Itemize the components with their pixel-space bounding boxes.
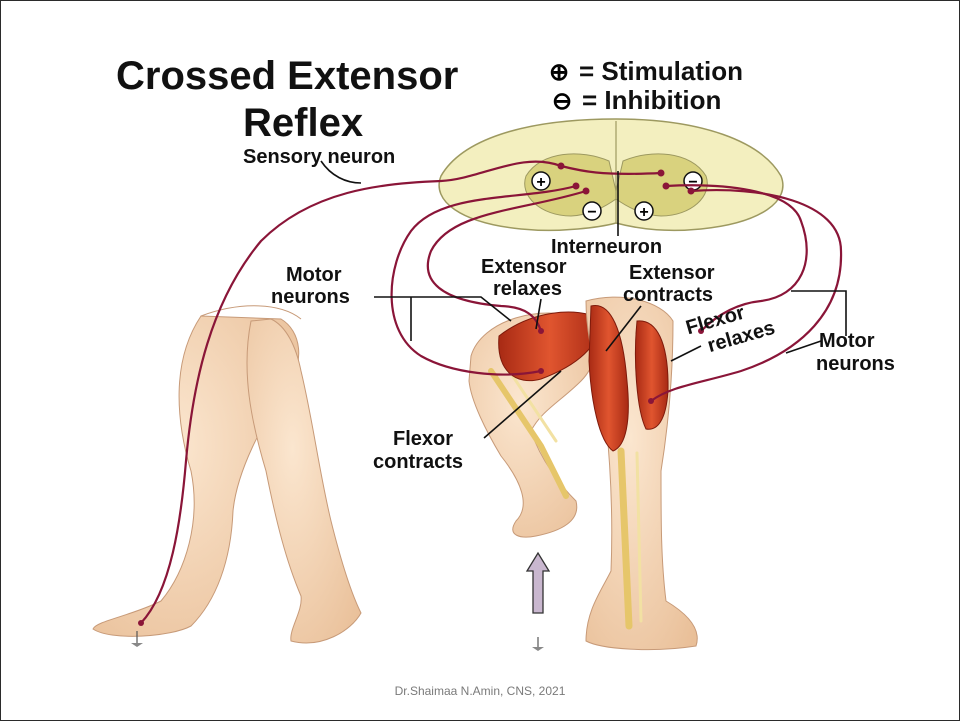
label-motor-neurons-right-2: neurons (816, 353, 895, 375)
label-extensor-relaxes-1: Extensor (481, 256, 567, 278)
label-extensor-relaxes-2: relaxes (493, 278, 562, 300)
title-line-1: Crossed Extensor (116, 54, 458, 98)
label-flexor-contracts-2: contracts (373, 451, 463, 473)
footer-credit: Dr.Shaimaa N.Amin, CNS, 2021 (1, 684, 959, 698)
legend-inhibition-text: = Inhibition (582, 85, 721, 115)
right-legs-illustration (469, 297, 697, 650)
label-motor-neurons-left-2: neurons (271, 286, 350, 308)
tack-icon (532, 637, 544, 651)
left-leg-illustration (93, 306, 361, 643)
label-flexor-contracts-1: Flexor (393, 428, 453, 450)
minus-icon: ⊖ (552, 88, 572, 115)
label-extensor-contracts-1: Extensor (629, 262, 715, 284)
label-motor-neurons-right-1: Motor (819, 330, 875, 352)
title-line-2: Reflex (243, 101, 363, 145)
sign-label: + (639, 204, 648, 221)
label-motor-neurons-left-1: Motor (286, 264, 342, 286)
legend-stimulation-text: = Stimulation (579, 56, 743, 86)
legend-inhibition: ⊖ = Inhibition (552, 85, 721, 115)
label-interneuron: Interneuron (551, 236, 662, 258)
sign-label: − (587, 204, 596, 221)
plus-icon: ⊕ (549, 59, 569, 86)
sign-label: + (536, 174, 545, 191)
label-extensor-contracts-2: contracts (623, 284, 713, 306)
legend-stimulation: ⊕ = Stimulation (549, 56, 743, 86)
label-sensory-neuron: Sensory neuron (243, 146, 395, 168)
upward-arrow-icon (527, 553, 549, 613)
